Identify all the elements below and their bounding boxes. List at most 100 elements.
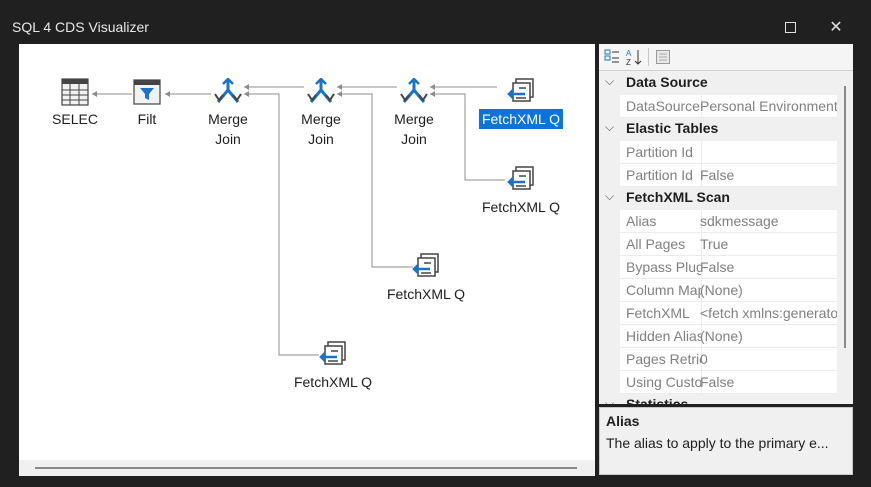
categorized-icon (604, 49, 619, 63)
row-gutter (599, 210, 620, 233)
plan-node-label: FetchXML Q (481, 199, 561, 215)
property-name: Column Mappings (620, 279, 702, 302)
plan-node-label-2: Join (215, 131, 241, 147)
property-value[interactable]: False (696, 371, 837, 394)
chevron-down-icon[interactable]: ⌵ (605, 189, 615, 203)
property-name: Hidden Aliases (620, 325, 702, 348)
plan-node-merge-join-1[interactable]: Merge Join (205, 78, 251, 158)
canvas-scroll-thumb[interactable] (35, 467, 577, 469)
property-name: Bypass Plugin (620, 256, 702, 279)
categorized-button[interactable] (602, 47, 622, 67)
category-label: Statistics (626, 396, 689, 404)
plan-node-label: FetchXML Q (293, 374, 373, 390)
fetchxml-query-icon (412, 253, 439, 277)
property-grid-scrollbar[interactable] (837, 72, 853, 404)
property-value[interactable]: False (696, 256, 837, 279)
property-value[interactable]: (None) (696, 325, 837, 348)
property-value[interactable]: True (696, 233, 837, 256)
select-table-icon (61, 78, 89, 106)
plan-node-label: Merge (301, 111, 341, 127)
property-value[interactable]: False (696, 164, 837, 187)
property-value[interactable] (696, 141, 837, 164)
fetchxml-query-icon (507, 78, 534, 102)
property-name: Partition Id (620, 141, 702, 164)
maximize-button[interactable] (767, 12, 813, 44)
plan-node-merge-join-3[interactable]: Merge Join (391, 78, 437, 158)
category-label: FetchXML Scan (626, 189, 730, 205)
category-data-source[interactable]: ⌵ Data Source (599, 72, 837, 95)
plan-connectors (92, 84, 505, 356)
plan-node-fetchxml-1[interactable]: FetchXML Q (478, 77, 564, 133)
property-grid-toolbar: A Z (599, 44, 853, 71)
property-row-partition-id[interactable]: Partition Id (599, 141, 837, 164)
canvas-horizontal-scrollbar[interactable] (19, 460, 595, 476)
category-label: Data Source (626, 74, 708, 90)
category-fetchxml-scan[interactable]: ⌵ FetchXML Scan (599, 187, 837, 210)
row-gutter (599, 164, 620, 187)
property-row-column-mappings[interactable]: Column Mappings (None) (599, 279, 837, 302)
property-row-alias[interactable]: Alias sdkmessage (599, 210, 837, 233)
property-description-panel: Alias The alias to apply to the primary … (599, 407, 853, 475)
property-value[interactable]: <fetch xmlns:generator= (696, 302, 837, 325)
plan-node-select[interactable]: SELEC (52, 78, 98, 148)
chevron-down-icon[interactable]: ⌵ (605, 120, 615, 134)
row-gutter (599, 302, 620, 325)
property-value[interactable]: 0 (696, 348, 837, 371)
merge-join-icon (307, 78, 335, 103)
plan-node-label: FetchXML Q (478, 109, 564, 129)
filter-icon (133, 79, 161, 105)
svg-text:Z: Z (626, 58, 631, 66)
alphabetical-button[interactable]: A Z (624, 47, 644, 67)
property-value[interactable]: sdkmessage (696, 210, 837, 233)
property-grid: A Z ⌵ Data Source DataSource (599, 44, 853, 404)
property-name: Using Custom Paging (620, 371, 702, 394)
plan-node-label: Filt (137, 111, 157, 127)
category-elastic-tables[interactable]: ⌵ Elastic Tables (599, 118, 837, 141)
property-value[interactable]: (None) (696, 279, 837, 302)
row-gutter (599, 279, 620, 302)
chevron-down-icon[interactable]: ⌵ (605, 74, 615, 88)
property-row-datasource[interactable]: DataSource Personal Environment (599, 95, 837, 118)
row-gutter (599, 325, 620, 348)
property-pages-button[interactable] (653, 47, 673, 67)
row-gutter (599, 141, 620, 164)
plan-node-fetchxml-3[interactable]: FetchXML Q (384, 252, 468, 308)
plan-node-label: Merge (208, 111, 248, 127)
property-row-fetchxml[interactable]: FetchXML <fetch xmlns:generator= (599, 302, 837, 325)
property-row-using-custom-paging[interactable]: Using Custom Paging False (599, 371, 837, 394)
plan-node-filter[interactable]: Filt (127, 78, 167, 148)
plan-node-label-2: Join (401, 131, 427, 147)
property-list: ⌵ Data Source DataSource Personal Enviro… (599, 72, 837, 404)
row-gutter (599, 371, 620, 394)
maximize-icon (784, 22, 796, 34)
chevron-down-icon[interactable]: ⌵ (605, 396, 615, 404)
svg-text:A: A (626, 49, 632, 58)
execution-plan-canvas[interactable]: SELEC Filt Merge Join (19, 44, 595, 476)
property-name: All Pages (620, 233, 702, 256)
property-row-partition-id-2[interactable]: Partition Id False (599, 164, 837, 187)
category-statistics[interactable]: ⌵ Statistics (599, 394, 837, 404)
plan-node-fetchxml-4[interactable]: FetchXML Q (291, 340, 375, 396)
row-gutter (599, 256, 620, 279)
property-row-all-pages[interactable]: All Pages True (599, 233, 837, 256)
property-pages-icon (656, 50, 670, 64)
property-grid-scroll-thumb[interactable] (844, 86, 846, 348)
plan-node-fetchxml-2[interactable]: FetchXML Q (479, 165, 563, 221)
fetchxml-query-icon (319, 341, 346, 365)
property-name: FetchXML (620, 302, 702, 325)
plan-node-label: SELEC (52, 111, 98, 127)
property-value[interactable]: Personal Environment (696, 95, 837, 118)
close-icon: ✕ (829, 19, 843, 36)
category-label: Elastic Tables (626, 120, 719, 136)
title-bar[interactable]: SQL 4 CDS Visualizer ✕ (0, 0, 871, 44)
close-button[interactable]: ✕ (813, 12, 859, 44)
property-row-bypass-plugin[interactable]: Bypass Plugin False (599, 256, 837, 279)
description-title: Alias (606, 413, 640, 429)
row-gutter (599, 348, 620, 371)
property-row-hidden-aliases[interactable]: Hidden Aliases (None) (599, 325, 837, 348)
property-row-pages-retrieved[interactable]: Pages Retrieved 0 (599, 348, 837, 371)
fetchxml-query-icon (507, 166, 534, 190)
merge-join-icon (214, 78, 242, 103)
property-name: DataSource (620, 95, 702, 118)
plan-node-merge-join-2[interactable]: Merge Join (298, 78, 344, 158)
